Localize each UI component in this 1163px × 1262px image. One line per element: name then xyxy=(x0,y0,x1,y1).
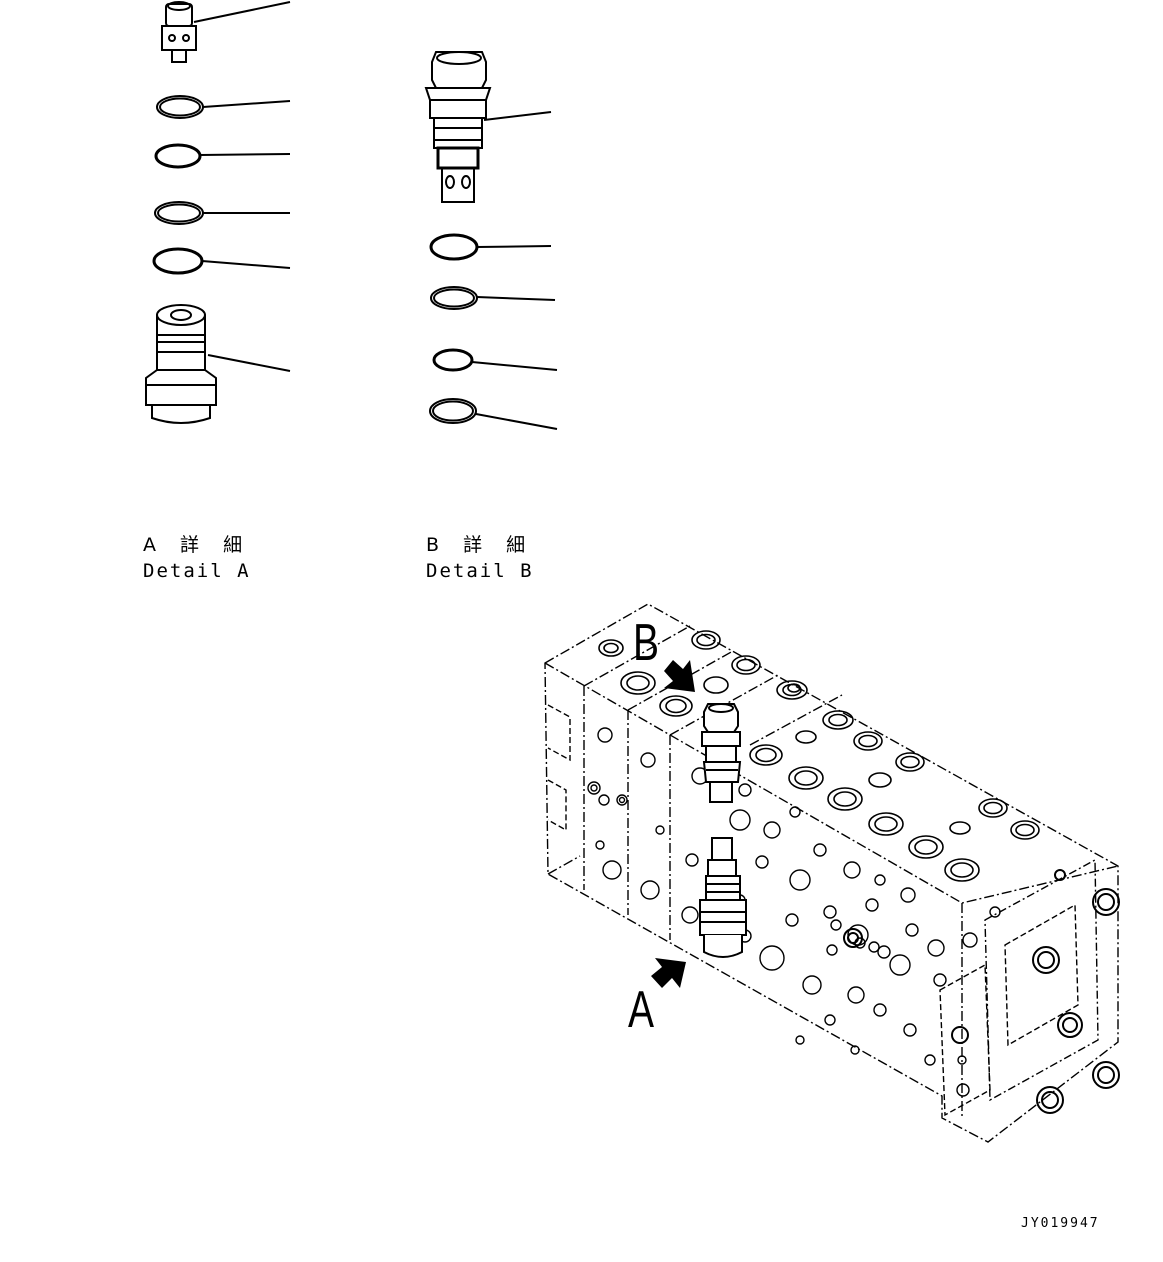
detail-b-o-ring-1 xyxy=(429,233,479,261)
detail-b-relief-valve xyxy=(424,51,492,203)
detail-a-o-ring-4 xyxy=(152,247,204,275)
leader-line xyxy=(483,111,552,121)
detail-a-valve-body xyxy=(145,304,217,424)
callout-arrow-a xyxy=(651,958,686,988)
detail-a-o-ring-1 xyxy=(156,95,204,119)
detail-b-o-ring-3 xyxy=(432,348,474,372)
detail-b-o-ring-4 xyxy=(429,398,477,424)
control-valve-block xyxy=(544,603,1120,1143)
detail-b-o-ring-2 xyxy=(430,286,478,310)
detail-a-o-ring-3 xyxy=(154,201,204,225)
detail-a-spool-part xyxy=(161,1,197,63)
leader-line xyxy=(471,361,558,371)
leader-line xyxy=(193,1,291,23)
detail-a-o-ring-2 xyxy=(154,143,202,169)
detail-b-label-en: Detail B xyxy=(426,560,534,582)
callout-arrow-b xyxy=(664,660,695,692)
installed-valve-spool xyxy=(699,837,747,958)
leader-line xyxy=(199,153,291,156)
leader-line xyxy=(202,100,291,108)
detail-a-label-en: Detail A xyxy=(143,560,251,582)
drawing-code: JY019947 xyxy=(1021,1216,1100,1231)
leader-line xyxy=(475,413,558,430)
leader-line xyxy=(207,354,291,372)
installed-relief-valve xyxy=(701,703,742,803)
leader-line xyxy=(476,245,552,248)
callout-a-letter: A xyxy=(628,981,655,1039)
detail-a-label-jp: A 詳 細 xyxy=(143,534,252,556)
leader-line xyxy=(201,260,291,269)
leader-line xyxy=(476,296,556,301)
detail-b-label-jp: B 詳 細 xyxy=(426,534,535,556)
callout-b-letter: B xyxy=(633,614,660,672)
